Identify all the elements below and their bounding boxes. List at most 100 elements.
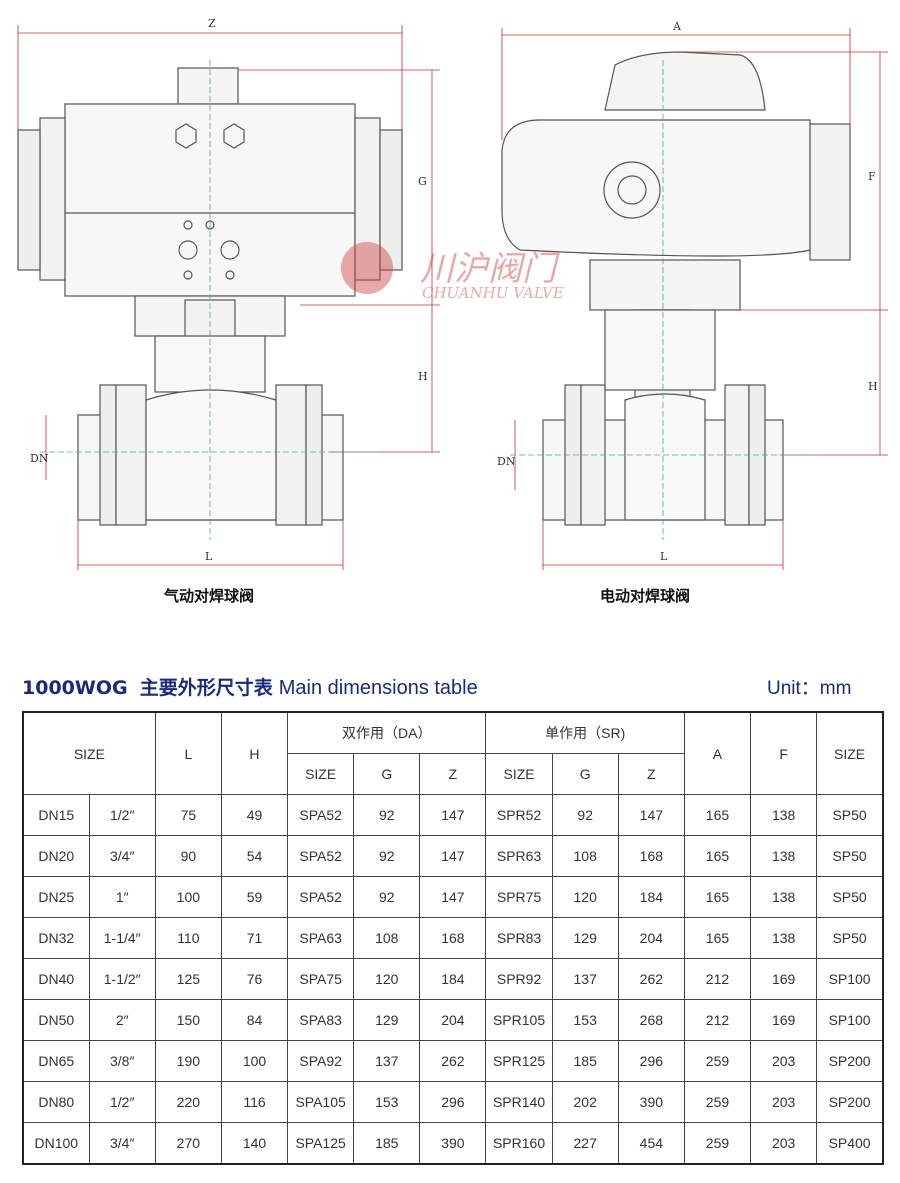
table-cell: SP50	[816, 876, 884, 918]
table-cell: SP50	[816, 794, 884, 836]
table-cell: SPR63	[485, 835, 553, 877]
table-cell: 92	[551, 794, 619, 836]
table-cell: SPA75	[287, 958, 355, 1000]
table-title: 1000WOG 主要外形尺寸表 Main dimensions table	[22, 673, 478, 700]
table-cell: 59	[220, 876, 289, 918]
table-cell: 203	[750, 1122, 818, 1165]
table-cell: 184	[419, 958, 487, 1000]
table-cell: 49	[220, 794, 289, 836]
table-cell: 1-1/4″	[88, 917, 156, 959]
table-cell: 259	[683, 1081, 752, 1123]
table-cell: 204	[419, 999, 487, 1041]
table-cell: 184	[617, 876, 685, 918]
subheader-sr-g: G	[551, 753, 619, 795]
table-cell: 147	[419, 876, 487, 918]
table-cell: 138	[750, 876, 818, 918]
table-cell: 108	[551, 835, 619, 877]
table-cell: DN65	[22, 1040, 90, 1082]
header-size: SIZE	[22, 711, 156, 795]
table-cell: 100	[220, 1040, 289, 1082]
table-cell: DN20	[22, 835, 90, 877]
watermark-cn: 川沪阀门	[420, 249, 560, 289]
table-cell: DN80	[22, 1081, 90, 1123]
pneumatic-caption: 气动对焊球阀	[164, 587, 255, 605]
table-cell: SPR75	[485, 876, 553, 918]
table-cell: 129	[551, 917, 619, 959]
table-cell: 92	[353, 835, 421, 877]
header-f: F	[750, 711, 818, 795]
dim-label-g: G	[418, 175, 427, 188]
dim-label-l: L	[205, 550, 213, 563]
table-cell: 202	[551, 1081, 619, 1123]
table-cell: 270	[154, 1122, 222, 1165]
table-cell: 185	[353, 1122, 421, 1165]
table-cell: 153	[551, 999, 619, 1041]
subheader-sr-z: Z	[617, 753, 685, 795]
table-cell: 165	[683, 917, 752, 959]
table-cell: 153	[353, 1081, 421, 1123]
header-da: 双作用（DA）	[287, 711, 487, 754]
table-cell: 268	[617, 999, 685, 1041]
table-cell: 92	[353, 794, 421, 836]
table-cell: SPA105	[287, 1081, 355, 1123]
table-cell: DN25	[22, 876, 90, 918]
table-cell: 2″	[88, 999, 156, 1041]
table-cell: 390	[617, 1081, 685, 1123]
dim-label-z: Z	[208, 17, 216, 30]
dim-label-l-electric: L	[660, 550, 668, 563]
table-cell: 204	[617, 917, 685, 959]
table-cell: 168	[419, 917, 487, 959]
pneumatic-dimension-lines	[17, 25, 440, 570]
electric-dimension-lines	[501, 28, 888, 570]
table-cell: 203	[750, 1081, 818, 1123]
table-cell: 296	[419, 1081, 487, 1123]
subheader-da-z: Z	[419, 753, 487, 795]
table-cell: SP100	[816, 999, 884, 1041]
table-cell: 165	[683, 835, 752, 877]
dim-label-dn-electric: DN	[497, 455, 516, 468]
table-cell: SPR52	[485, 794, 553, 836]
table-cell: 76	[220, 958, 289, 1000]
table-cell: SP100	[816, 958, 884, 1000]
header-sr: 单作用（SR)	[485, 711, 685, 754]
table-cell: 138	[750, 835, 818, 877]
table-cell: 1/2″	[88, 1081, 156, 1123]
table-cell: SPR160	[485, 1122, 553, 1165]
table-cell: SPR140	[485, 1081, 553, 1123]
table-cell: 75	[154, 794, 222, 836]
table-cell: 212	[683, 999, 752, 1041]
dim-label-h-electric: H	[868, 380, 878, 393]
watermark-logo: 川沪阀门 CHUANHU VALVE	[341, 242, 564, 302]
title-cn: 主要外形尺寸表	[139, 677, 273, 699]
table-cell: 169	[750, 999, 818, 1041]
table-cell: 147	[617, 794, 685, 836]
table-cell: 92	[353, 876, 421, 918]
table-cell: 71	[220, 917, 289, 959]
table-cell: SPA63	[287, 917, 355, 959]
table-cell: 116	[220, 1081, 289, 1123]
table-cell: DN40	[22, 958, 90, 1000]
table-cell: SPR92	[485, 958, 553, 1000]
table-cell: 190	[154, 1040, 222, 1082]
table-cell: SP50	[816, 835, 884, 877]
table-cell: 150	[154, 999, 222, 1041]
table-cell: 138	[750, 794, 818, 836]
table-cell: DN50	[22, 999, 90, 1041]
table-cell: 259	[683, 1122, 752, 1165]
table-cell: SPR125	[485, 1040, 553, 1082]
table-cell: 262	[419, 1040, 487, 1082]
subheader-da-size: SIZE	[287, 753, 355, 795]
table-cell: 3/4″	[88, 835, 156, 877]
table-cell: 227	[551, 1122, 619, 1165]
table-cell: 185	[551, 1040, 619, 1082]
table-cell: 137	[551, 958, 619, 1000]
table-cell: DN15	[22, 794, 90, 836]
table-cell: 108	[353, 917, 421, 959]
table-cell: 3/4″	[88, 1122, 156, 1165]
